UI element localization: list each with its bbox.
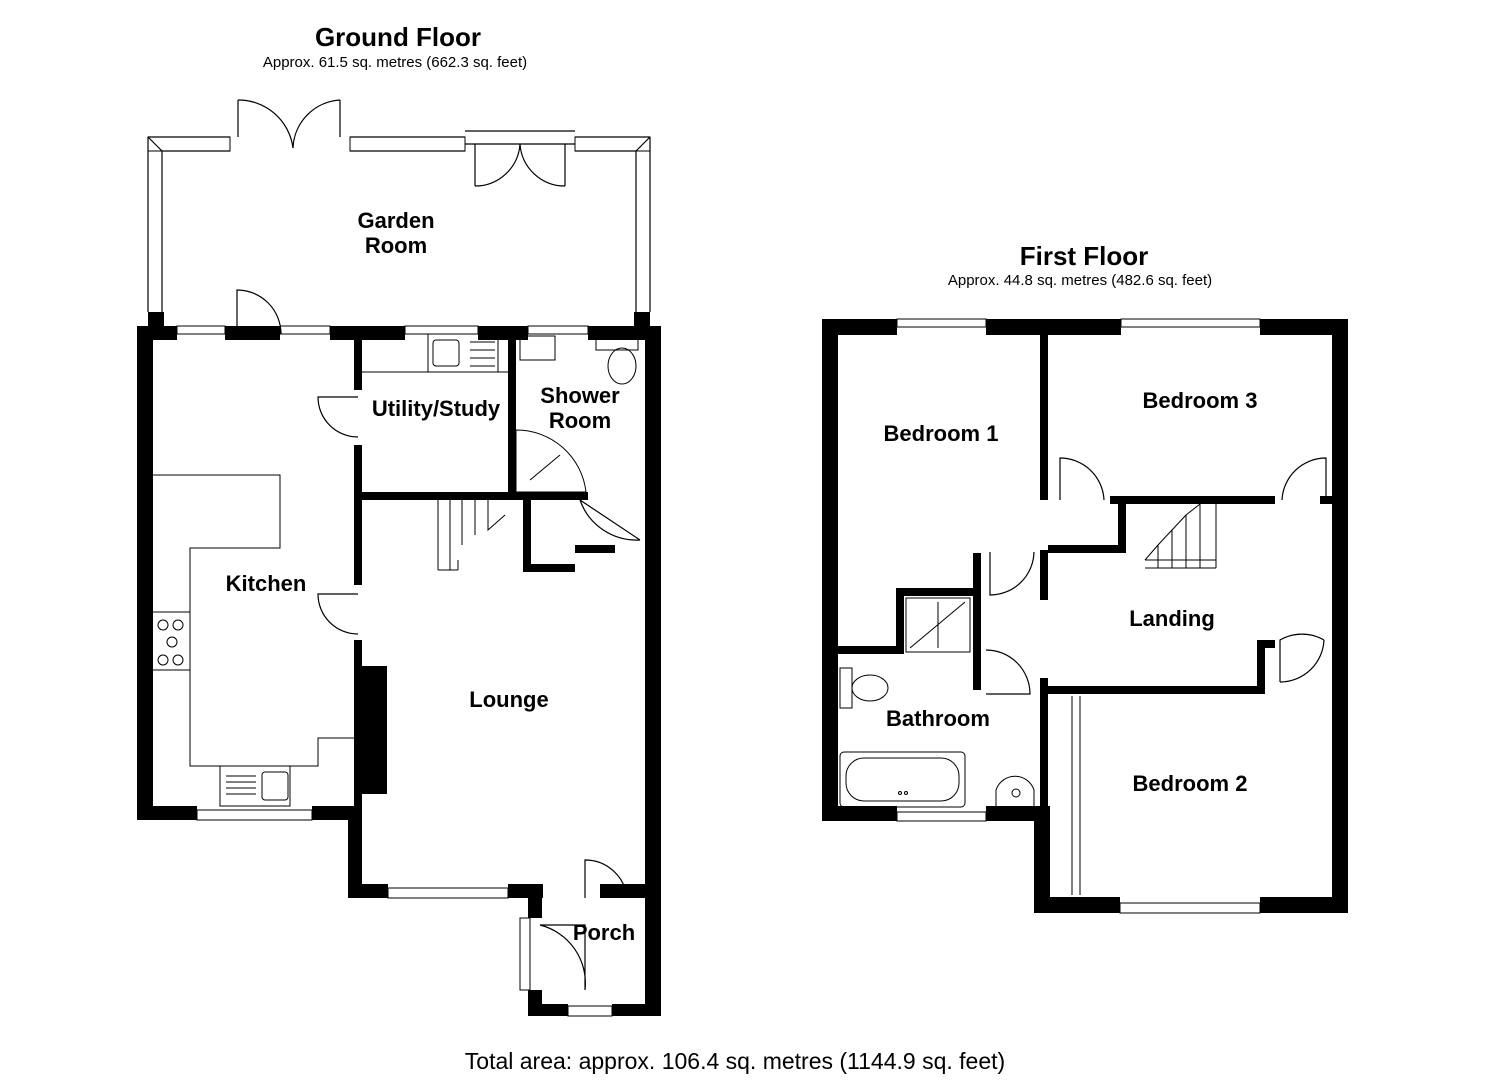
kitchen-label: Kitchen bbox=[226, 571, 307, 596]
garden-room-label-1: Garden bbox=[357, 208, 434, 233]
lounge-label: Lounge bbox=[469, 687, 548, 712]
bathroom-label: Bathroom bbox=[886, 706, 990, 731]
utility-sink-icon bbox=[362, 333, 508, 373]
porch-label: Porch bbox=[573, 920, 635, 945]
shower-room-label-1: Shower bbox=[540, 383, 620, 408]
bedroom-1-label: Bedroom 1 bbox=[884, 421, 999, 446]
garden-room-window-right bbox=[574, 136, 651, 152]
garden-room-label-2: Room bbox=[365, 233, 427, 258]
utility-study-label: Utility/Study bbox=[372, 396, 501, 421]
bedroom-2-label: Bedroom 2 bbox=[1133, 771, 1248, 796]
shower-room-label-2: Room bbox=[549, 408, 611, 433]
ground-floor-title: Ground Floor bbox=[314, 22, 482, 52]
garden-french-doors bbox=[237, 99, 341, 149]
total-area: Total area: approx. 106.4 sq. metres (11… bbox=[464, 1048, 1006, 1074]
first-floor-area: Approx. 44.8 sq. metres (482.6 sq. feet) bbox=[947, 272, 1213, 289]
kitchen-sink-icon bbox=[226, 771, 289, 801]
hob-icon bbox=[157, 619, 184, 666]
garden-room-window-mid bbox=[349, 136, 466, 152]
first-floor-plan bbox=[822, 318, 1348, 914]
bedroom-3-label: Bedroom 3 bbox=[1143, 388, 1258, 413]
first-floor-title: First Floor bbox=[1019, 241, 1149, 271]
landing-label: Landing bbox=[1129, 606, 1215, 631]
ground-floor-plan bbox=[137, 99, 661, 1017]
ground-floor-area: Approx. 61.5 sq. metres (662.3 sq. feet) bbox=[262, 54, 528, 71]
garden-room-window-left bbox=[147, 136, 231, 152]
garden-double-doors bbox=[474, 143, 566, 187]
room-labels: Garden Room Utility/Study Shower Room Ki… bbox=[226, 208, 1258, 945]
shower-room-fittings bbox=[515, 335, 639, 493]
bathroom-fittings bbox=[839, 597, 1035, 808]
